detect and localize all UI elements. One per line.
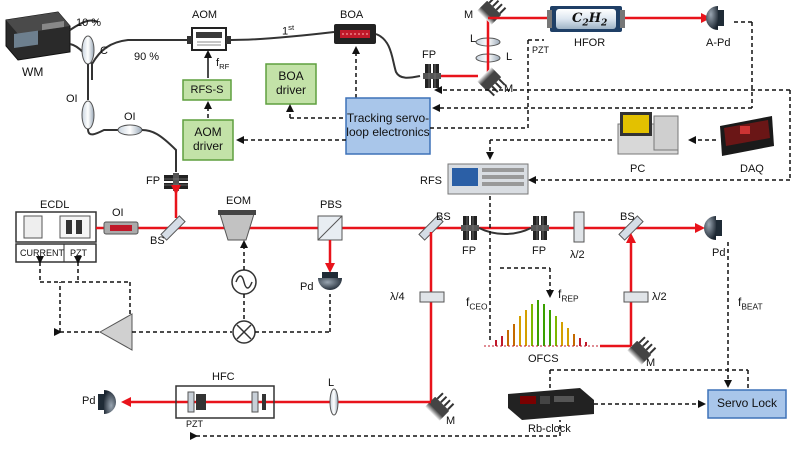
split-90-label: 90 % (134, 51, 160, 63)
mirror-hfor-label: M (504, 83, 514, 95)
split-10-label: 10 % (76, 17, 102, 29)
beamsplitter-icon (618, 215, 644, 241)
coupler-icon (81, 35, 95, 65)
hfor-cell-icon (547, 6, 625, 32)
half-wave-2-label: λ/2 (652, 291, 667, 303)
rb-clock-icon (508, 388, 594, 420)
fp-top-label: FP (422, 49, 437, 61)
mirror-hfc-label: M (446, 415, 456, 427)
pd-right-label: Pd (712, 247, 726, 259)
coupler-label: C (100, 45, 108, 57)
eom-label: EOM (226, 195, 252, 207)
pbs-icon (317, 215, 343, 241)
tracking-servo-text: Tracking servo-loop electronics (346, 111, 430, 139)
bs-2-label: BS (436, 211, 451, 223)
waveplate-icon (623, 291, 649, 303)
hfor-gas-label: C2H2 (572, 11, 608, 29)
photodiode-icon (98, 390, 116, 414)
photodiode-icon (704, 216, 722, 240)
daq-card-icon (720, 116, 774, 156)
aom-icon (187, 27, 231, 51)
mirror-top-label: M (464, 9, 474, 21)
lens-l1-label: L (470, 33, 477, 45)
oi-left-label: OI (66, 93, 78, 105)
fp-icon (163, 172, 189, 192)
bs-1-label: BS (150, 235, 165, 247)
mirror-icon (476, 0, 508, 26)
fp-vert-label: FP (146, 175, 161, 187)
current-label: CURRENT (20, 248, 64, 258)
servo-lock-text: Servo Lock (716, 396, 778, 411)
aom-label: AOM (192, 9, 218, 21)
pzt-hfor-label: PZT (532, 45, 549, 55)
lens-icon (329, 388, 339, 416)
rfs-label: RFS (420, 175, 442, 187)
fp-icon (530, 215, 550, 241)
mirror-icon (476, 66, 508, 98)
f-rf-label: fRF (216, 57, 230, 72)
bs-3-label: BS (620, 211, 635, 223)
signal-generator-icon (447, 163, 529, 195)
photodiode-icon (706, 6, 724, 30)
fp-icon (422, 63, 442, 89)
fp-icon (460, 215, 480, 241)
oi-ecdl-label: OI (112, 207, 124, 219)
half-wave-1-label: λ/2 (570, 249, 585, 261)
boa-icon (334, 24, 376, 44)
f-rep-label: fREP (558, 287, 579, 304)
beamsplitter-icon (418, 215, 444, 241)
waveplate-icon (573, 211, 585, 243)
lens-l2-label: L (506, 51, 513, 63)
isolator-icon (117, 124, 143, 136)
rfs-s-text: RFS-S (190, 83, 224, 96)
amplifier-icon (98, 313, 133, 351)
tracking-servo-box (345, 97, 431, 155)
hfc-label: HFC (212, 371, 235, 383)
pd-pbs-label: Pd (300, 281, 314, 293)
ecdl-label: ECDL (40, 199, 70, 211)
beamsplitter-icon (160, 215, 186, 241)
wavemeter-icon (5, 11, 71, 61)
mirror-ofcs-label: M (646, 357, 656, 369)
rb-clock-label: Rb-clock (528, 423, 571, 435)
f-ceo-label: fCEO (466, 295, 488, 312)
waveplate-icon (419, 291, 445, 303)
oi-mid-label: OI (124, 111, 136, 123)
aom-driver-box (182, 119, 234, 161)
rfs-s-box (182, 79, 232, 101)
daq-label: DAQ (740, 163, 764, 175)
aom-driver-text: AOM driver (192, 125, 223, 153)
quarter-wave-label: λ/4 (390, 291, 405, 303)
lens-hfc-label: L (328, 377, 335, 389)
wm-label: WM (22, 65, 44, 79)
servo-lock-box (707, 389, 787, 419)
a-pd-label: A-Pd (706, 37, 731, 49)
fp-2-label: FP (462, 245, 477, 257)
pzt-ecdl-label: PZT (70, 248, 87, 258)
ofcs-label: OFCS (528, 353, 559, 365)
fp-3-label: FP (532, 245, 547, 257)
pd-hfc-label: Pd (82, 395, 96, 407)
computer-icon (617, 112, 679, 155)
f-beat-label: fBEAT (738, 295, 763, 312)
photodiode-icon (318, 272, 342, 290)
pzt-hfc-label: PZT (186, 419, 203, 429)
first-order-label: 1st (282, 23, 295, 38)
ofcs-comb-icon (484, 300, 600, 347)
oscillator-icon (231, 269, 257, 295)
boa-label: BOA (340, 9, 364, 21)
pc-label: PC (630, 163, 646, 175)
pbs-label: PBS (320, 199, 343, 211)
hfor-label: HFOR (574, 37, 606, 49)
boa-driver-text: BOA driver (275, 69, 306, 97)
boa-driver-box (265, 63, 317, 105)
isolator-icon (81, 100, 95, 130)
mixer-icon (232, 320, 256, 344)
eom-icon (218, 210, 256, 241)
hfc-cavity-icon (175, 385, 275, 419)
